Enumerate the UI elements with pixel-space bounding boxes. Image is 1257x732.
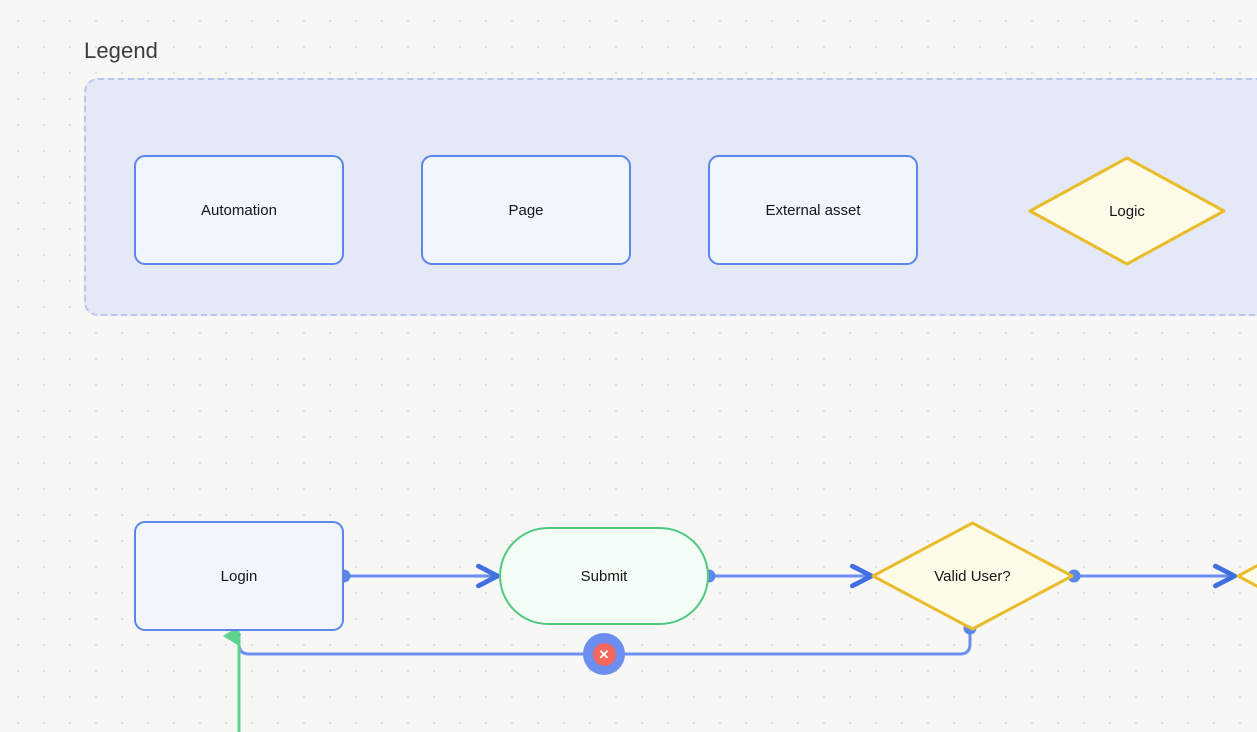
flow-node-login[interactable]: Login [134,521,344,631]
flow-node-login-label: Login [220,567,258,585]
error-badge-x-icon: ✕ [592,642,616,666]
next-logic-diamond-shape [1236,564,1257,588]
legend-node-automation[interactable]: Automation [134,155,344,265]
legend-node-page-label: Page [508,201,544,219]
legend-node-page[interactable]: Page [421,155,631,265]
logic-diamond-shape [1028,156,1226,266]
legend-node-external-asset[interactable]: External asset [708,155,918,265]
flow-node-next-logic[interactable] [1235,520,1257,632]
flow-node-valid-user[interactable]: Valid User? [870,520,1075,632]
error-badge[interactable]: ✕ [583,633,625,675]
legend-node-automation-label: Automation [201,201,277,219]
flow-node-valid-user-label: Valid User? [934,567,1011,585]
legend-title: Legend [84,38,159,63]
valid-user-diamond-shape [871,521,1074,631]
legend-node-logic-label: Logic [1109,202,1145,220]
legend-node-logic[interactable]: Logic [1027,155,1227,267]
legend-node-external-asset-label: External asset [765,201,861,219]
flow-node-submit-label: Submit [580,567,628,585]
flow-node-submit[interactable]: Submit [499,527,709,625]
